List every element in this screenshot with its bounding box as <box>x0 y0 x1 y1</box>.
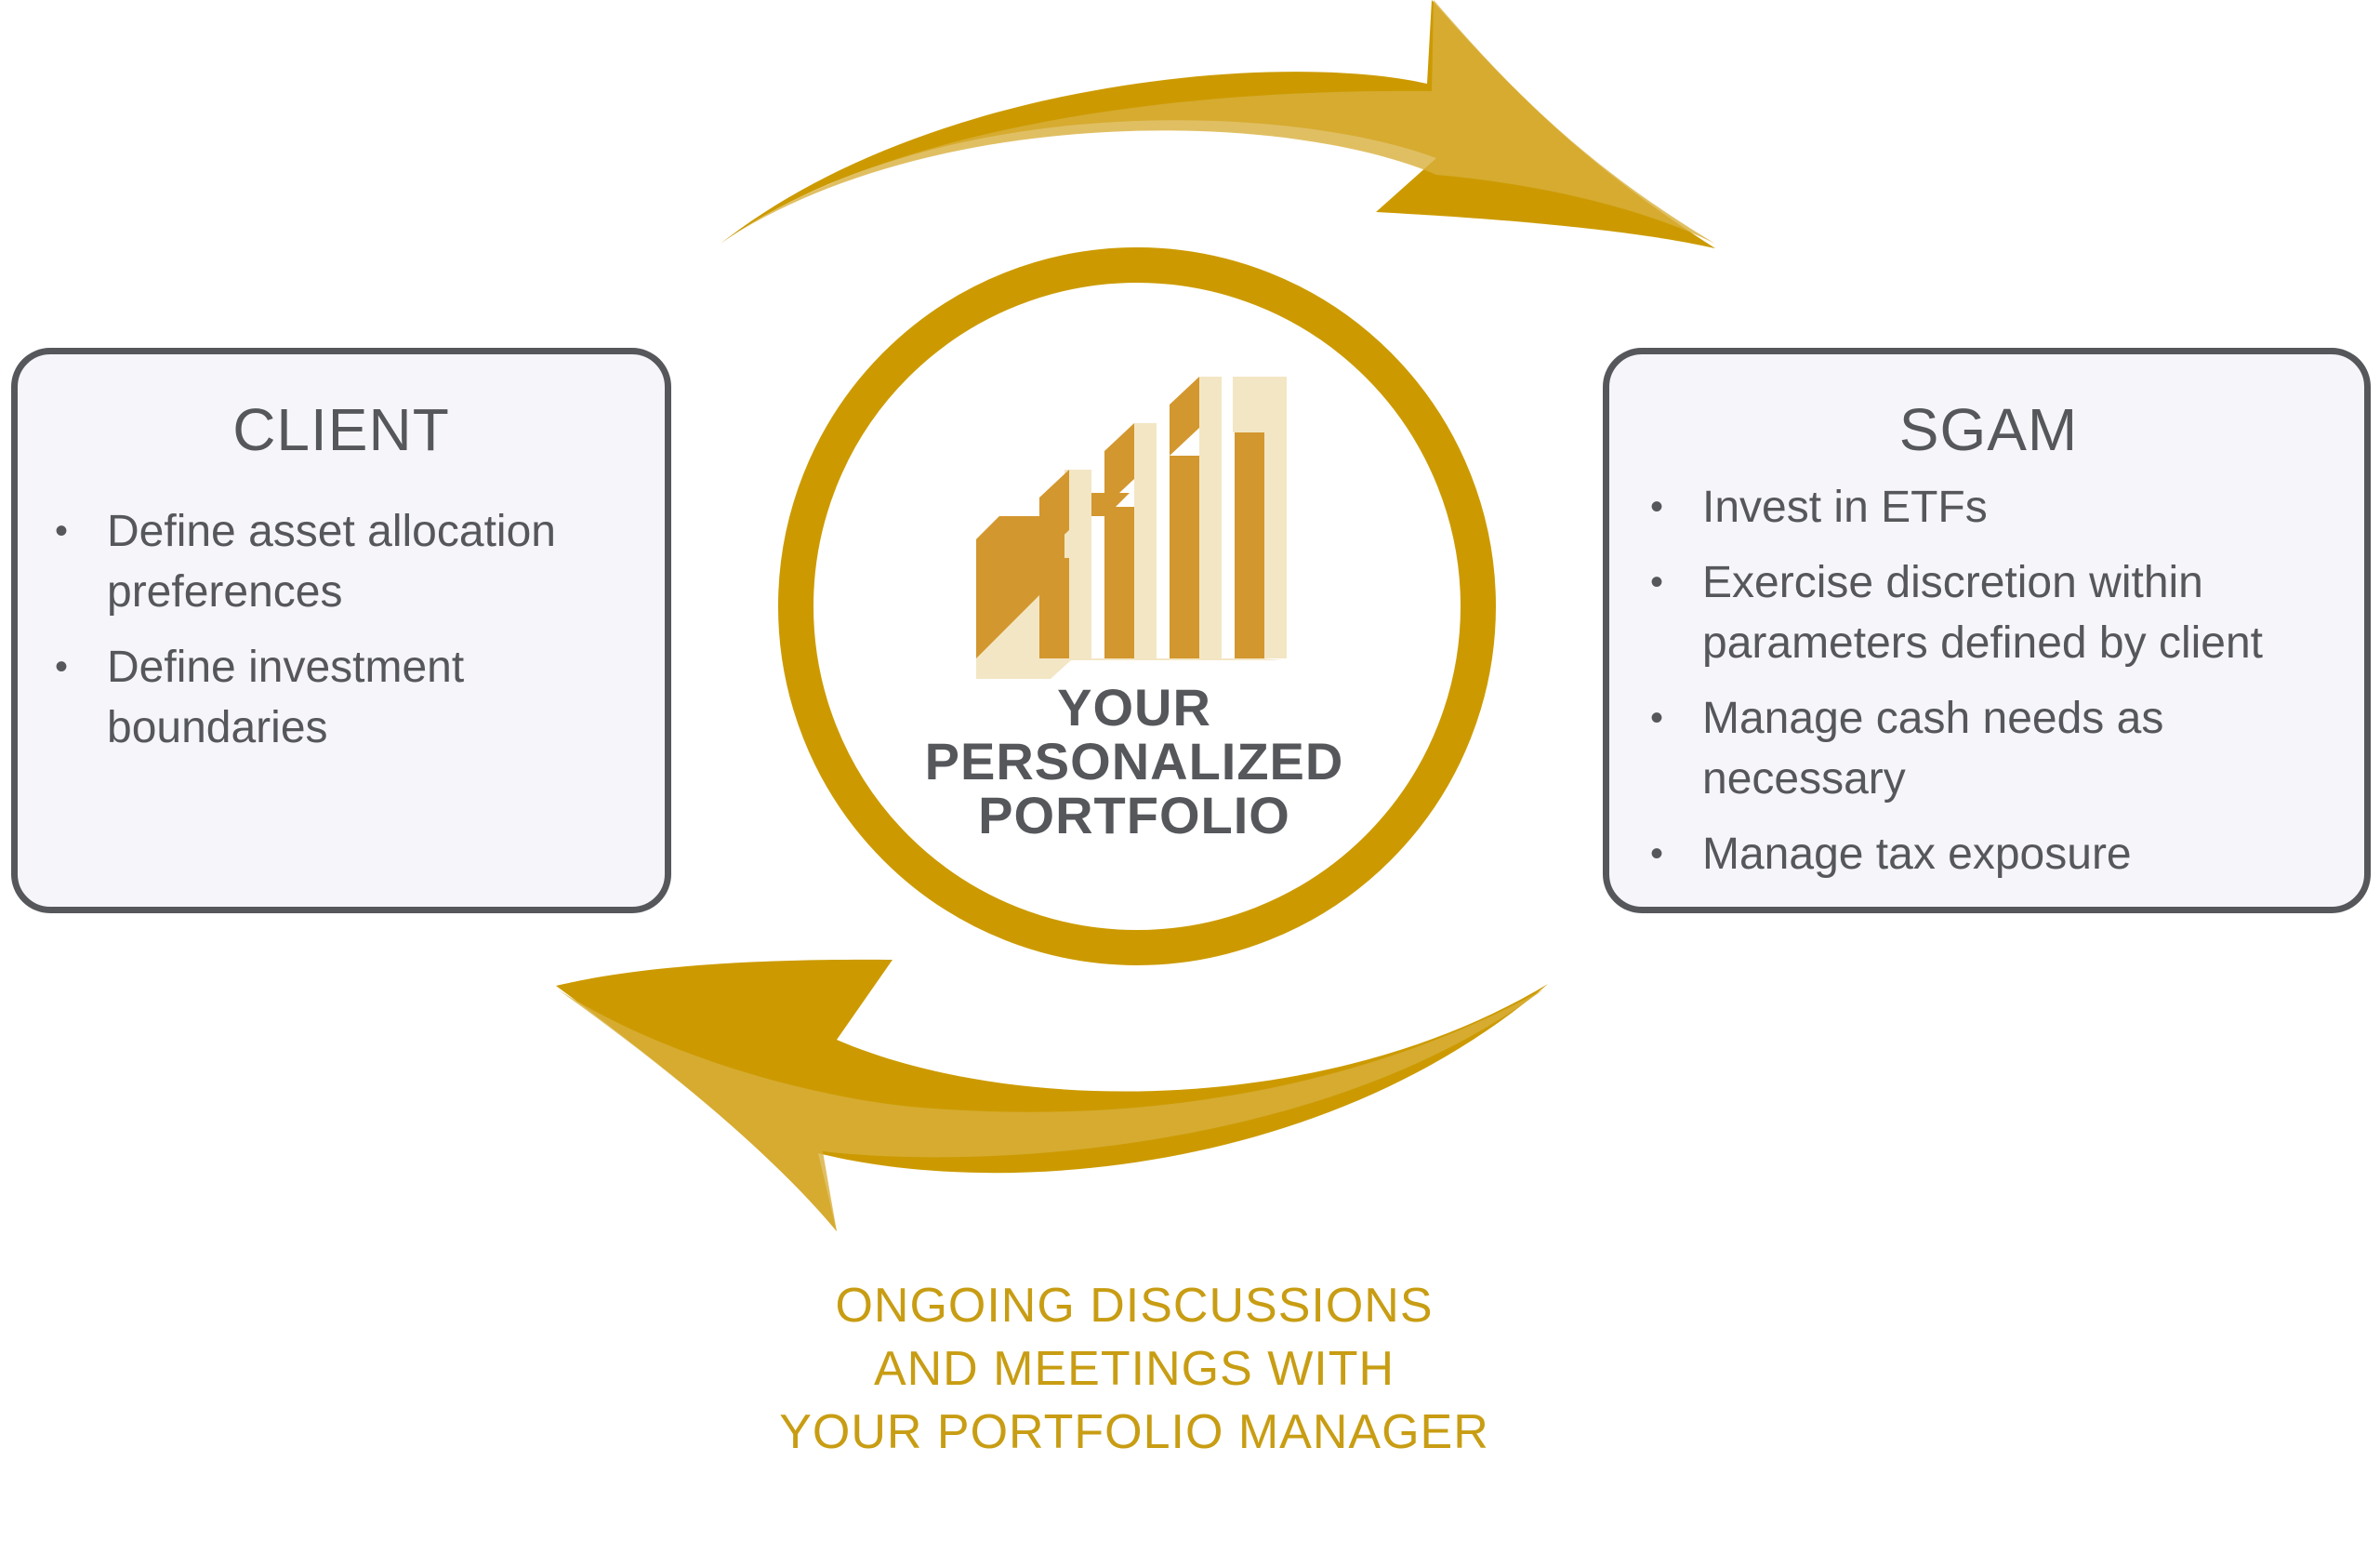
client-box: CLIENT • Define asset allocation preferen… <box>11 348 671 913</box>
sgam-item-text: Exercise discretion within parameters de… <box>1702 558 2263 668</box>
bullet: • <box>1650 486 1664 527</box>
list-item: • Define investment boundaries <box>55 637 628 758</box>
client-item-text: Define asset allocation preferences <box>107 507 556 617</box>
portfolio-title-line: PERSONALIZED <box>924 732 1344 790</box>
bottom-cycle-arrow <box>556 959 1548 1231</box>
sgam-item-text: Invest in ETFs <box>1702 483 1988 532</box>
portfolio-title-line: PORTFOLIO <box>978 786 1290 844</box>
bullet: • <box>1650 562 1664 603</box>
sgam-box: SGAM • Invest in ETFs • Exercise discretio… <box>1603 348 2371 913</box>
list-item: • Exercise discretion within parameters d… <box>1650 552 2327 673</box>
client-list: • Define asset allocation preferences • De… <box>55 501 628 758</box>
list-item: • Define asset allocation preferences <box>55 501 628 622</box>
sgam-list: • Invest in ETFs • Exercise discretion wit… <box>1650 477 2327 884</box>
caption-line: YOUR PORTFOLIO MANAGER <box>779 1405 1489 1459</box>
bullet: • <box>1650 697 1664 738</box>
cycle-caption: ONGOING DISCUSSIONS AND MEETINGS WITH YO… <box>651 1274 1618 1464</box>
bullet: • <box>1650 833 1664 874</box>
list-item: • Invest in ETFs <box>1650 477 2327 538</box>
sgam-item-text: Manage cash needs as necessary <box>1702 694 2164 804</box>
caption-line: ONGOING DISCUSSIONS <box>835 1279 1434 1333</box>
bottom-arrow-highlight <box>558 990 1543 1231</box>
caption-line: AND MEETINGS WITH <box>873 1342 1395 1396</box>
list-item: • Manage cash needs as necessary <box>1650 688 2327 809</box>
list-item: • Manage tax exposure <box>1650 824 2327 884</box>
rising-bars-icon <box>976 377 1287 679</box>
sgam-item-text: Manage tax exposure <box>1702 830 2132 879</box>
portfolio-title-line: YOUR <box>1057 678 1211 737</box>
bullet: • <box>55 646 69 687</box>
top-arrow-highlight <box>725 0 1715 244</box>
bullet: • <box>55 511 69 551</box>
client-title: CLIENT <box>232 396 450 463</box>
top-cycle-arrow <box>721 0 1715 248</box>
sgam-title: SGAM <box>1898 396 2079 463</box>
client-item-text: Define investment boundaries <box>107 643 465 752</box>
portfolio-title: YOUR PERSONALIZED PORTFOLIO <box>911 681 1357 843</box>
